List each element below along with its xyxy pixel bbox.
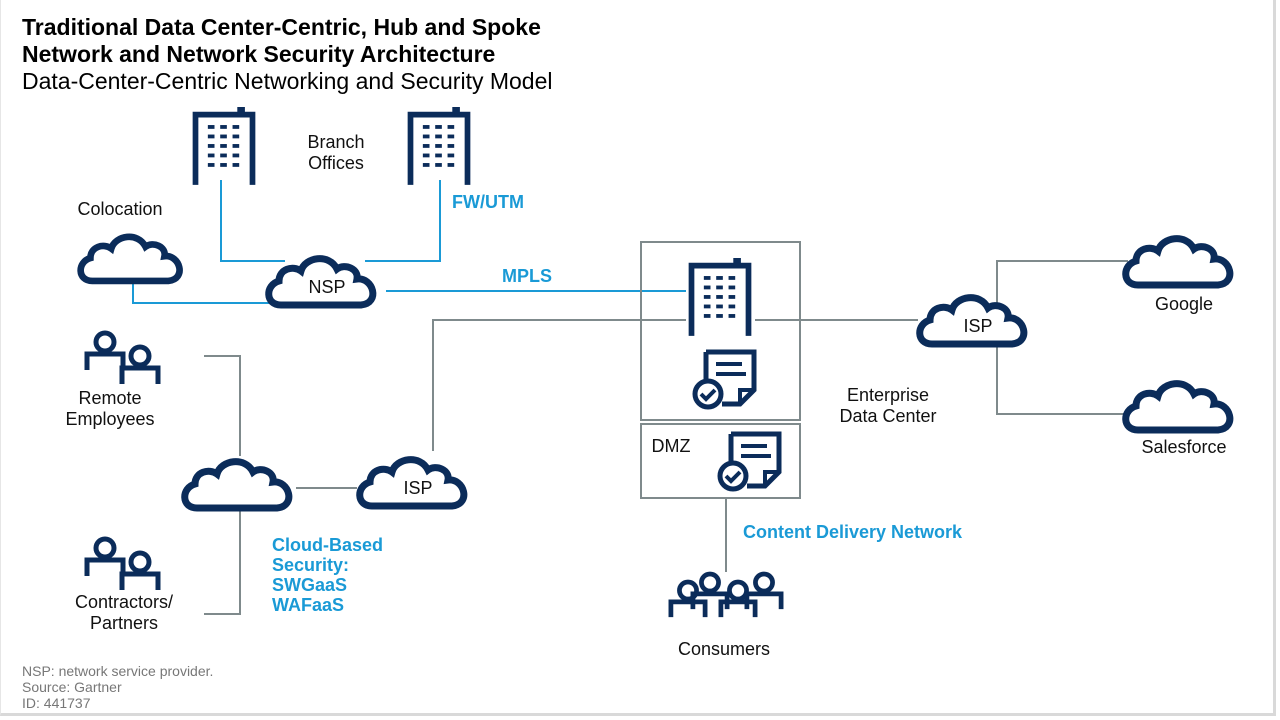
isp-users-label: ISP xyxy=(403,478,433,498)
link-colocation-nsp xyxy=(132,281,276,304)
link-isp-google xyxy=(996,260,1128,305)
branch-office-building-icon xyxy=(196,107,253,185)
cloud-security-line-4: WAFaaS xyxy=(272,595,345,615)
title-line-1: Traditional Data Center-Centric, Hub and… xyxy=(22,14,541,40)
cloud-security-annotation: Cloud-Based Security: SWGaaS WAFaaS xyxy=(272,535,383,615)
link-isp-salesforce xyxy=(996,347,1128,415)
remote-employees-line-1: Remote xyxy=(78,388,142,408)
contractors-line-2: Partners xyxy=(89,613,159,633)
contractors-line-1: Contractors/ xyxy=(74,592,174,612)
mpls-annotation: MPLS xyxy=(502,266,553,286)
link-contractors-cloudsec xyxy=(204,510,241,615)
footnote-nsp-definition: NSP: network service provider. xyxy=(22,663,214,679)
colocation-label: Colocation xyxy=(77,199,163,219)
link-remote-cloudsec xyxy=(204,355,241,456)
enterprise-dc-label: Enterprise Data Center xyxy=(808,385,968,427)
dmz-policy-icon xyxy=(720,434,779,489)
contractors-icon xyxy=(87,539,158,590)
enterprise-dc-box xyxy=(640,241,801,421)
google-label: Google xyxy=(1154,294,1214,314)
cloud-security-line-3: SWGaaS xyxy=(272,575,348,595)
remote-employees-icon xyxy=(87,333,158,384)
gray-links xyxy=(204,260,1128,615)
remote-employees-label: Remote Employees xyxy=(50,388,170,430)
dmz-label: DMZ xyxy=(651,436,691,456)
enterprise-dc-line-2: Data Center xyxy=(839,406,937,426)
link-isp-users-dc xyxy=(432,319,686,451)
diagram-title: Traditional Data Center-Centric, Hub and… xyxy=(22,14,822,68)
footnotes: NSP: network service provider. Source: G… xyxy=(22,663,213,711)
salesforce-label: Salesforce xyxy=(1141,437,1227,457)
branch-offices-line-2: Offices xyxy=(308,153,364,173)
link-branch2-nsp xyxy=(365,180,441,262)
salesforce-cloud-icon xyxy=(1126,384,1230,430)
branch-office-building-icon xyxy=(411,107,468,185)
consumers-label: Consumers xyxy=(677,639,771,659)
dmz-box xyxy=(640,423,801,499)
cdn-annotation: Content Delivery Network xyxy=(743,522,963,542)
cloud-icon xyxy=(81,237,180,281)
cloud-security-line-1: Cloud-Based xyxy=(272,535,384,555)
title-line-2: Network and Network Security Architectur… xyxy=(22,41,496,67)
diagram-subtitle: Data-Center-Centric Networking and Secur… xyxy=(22,68,553,94)
branch-offices-line-1: Branch xyxy=(307,132,365,152)
google-cloud-icon xyxy=(1126,239,1230,285)
fw-utm-annotation: FW/UTM xyxy=(452,192,524,212)
consumers-icon xyxy=(671,574,781,617)
footnote-source: Source: Gartner xyxy=(22,679,122,695)
blue-links xyxy=(132,180,686,304)
data-center-building-icon xyxy=(692,258,749,336)
nsp-label: NSP xyxy=(308,277,346,297)
footnote-id: ID: 441737 xyxy=(22,695,91,711)
cloud-security-line-2: Security: xyxy=(272,555,350,575)
branch-offices-label: Branch Offices xyxy=(286,132,386,174)
security-policy-icon xyxy=(695,352,754,407)
remote-employees-line-2: Employees xyxy=(65,409,155,429)
link-branch1-nsp xyxy=(220,180,285,262)
enterprise-dc-line-1: Enterprise xyxy=(846,385,930,405)
isp-dc-label: ISP xyxy=(963,316,993,336)
cloud-security-cloud-icon xyxy=(185,462,289,508)
contractors-label: Contractors/ Partners xyxy=(44,592,204,634)
